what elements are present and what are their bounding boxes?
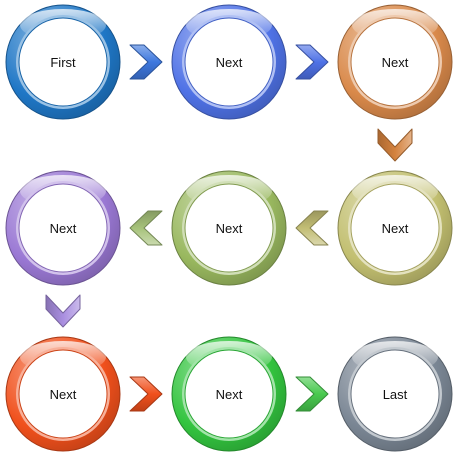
step-center bbox=[184, 349, 274, 439]
chevron-icon bbox=[45, 294, 81, 328]
step-label: Next bbox=[216, 387, 243, 402]
step-node-3: Next bbox=[337, 4, 453, 120]
chevron-icon bbox=[129, 44, 163, 80]
chevron-icon bbox=[377, 128, 413, 162]
connector-arrow-3 bbox=[377, 128, 413, 162]
step-center bbox=[18, 183, 108, 273]
step-node-5: Next bbox=[171, 170, 287, 286]
connector-arrow-6 bbox=[45, 294, 81, 328]
step-center bbox=[18, 17, 108, 107]
step-node-4: Next bbox=[5, 170, 121, 286]
step-label: Next bbox=[50, 387, 77, 402]
step-label: Next bbox=[216, 55, 243, 70]
step-node-7: Next bbox=[5, 336, 121, 452]
chevron-icon bbox=[129, 376, 163, 412]
step-center bbox=[184, 17, 274, 107]
connector-arrow-8 bbox=[295, 376, 329, 412]
chevron-icon bbox=[129, 210, 163, 246]
chevron-icon bbox=[295, 44, 329, 80]
step-label: Next bbox=[382, 221, 409, 236]
step-center bbox=[184, 183, 274, 273]
step-node-8: Next bbox=[171, 336, 287, 452]
chevron-icon bbox=[295, 210, 329, 246]
step-node-6: Next bbox=[337, 170, 453, 286]
connector-arrow-7 bbox=[129, 376, 163, 412]
connector-arrow-2 bbox=[295, 44, 329, 80]
step-label: Next bbox=[216, 221, 243, 236]
connector-arrow-1 bbox=[129, 44, 163, 80]
step-center bbox=[18, 349, 108, 439]
step-label: First bbox=[50, 55, 76, 70]
chevron-icon bbox=[295, 376, 329, 412]
step-node-2: Next bbox=[171, 4, 287, 120]
connector-arrow-4 bbox=[295, 210, 329, 246]
step-label: Next bbox=[50, 221, 77, 236]
step-label: Next bbox=[382, 55, 409, 70]
step-center bbox=[350, 183, 440, 273]
step-center bbox=[350, 349, 440, 439]
step-label: Last bbox=[383, 387, 408, 402]
step-node-1: First bbox=[5, 4, 121, 120]
connector-arrow-5 bbox=[129, 210, 163, 246]
step-node-9: Last bbox=[337, 336, 453, 452]
step-center bbox=[350, 17, 440, 107]
